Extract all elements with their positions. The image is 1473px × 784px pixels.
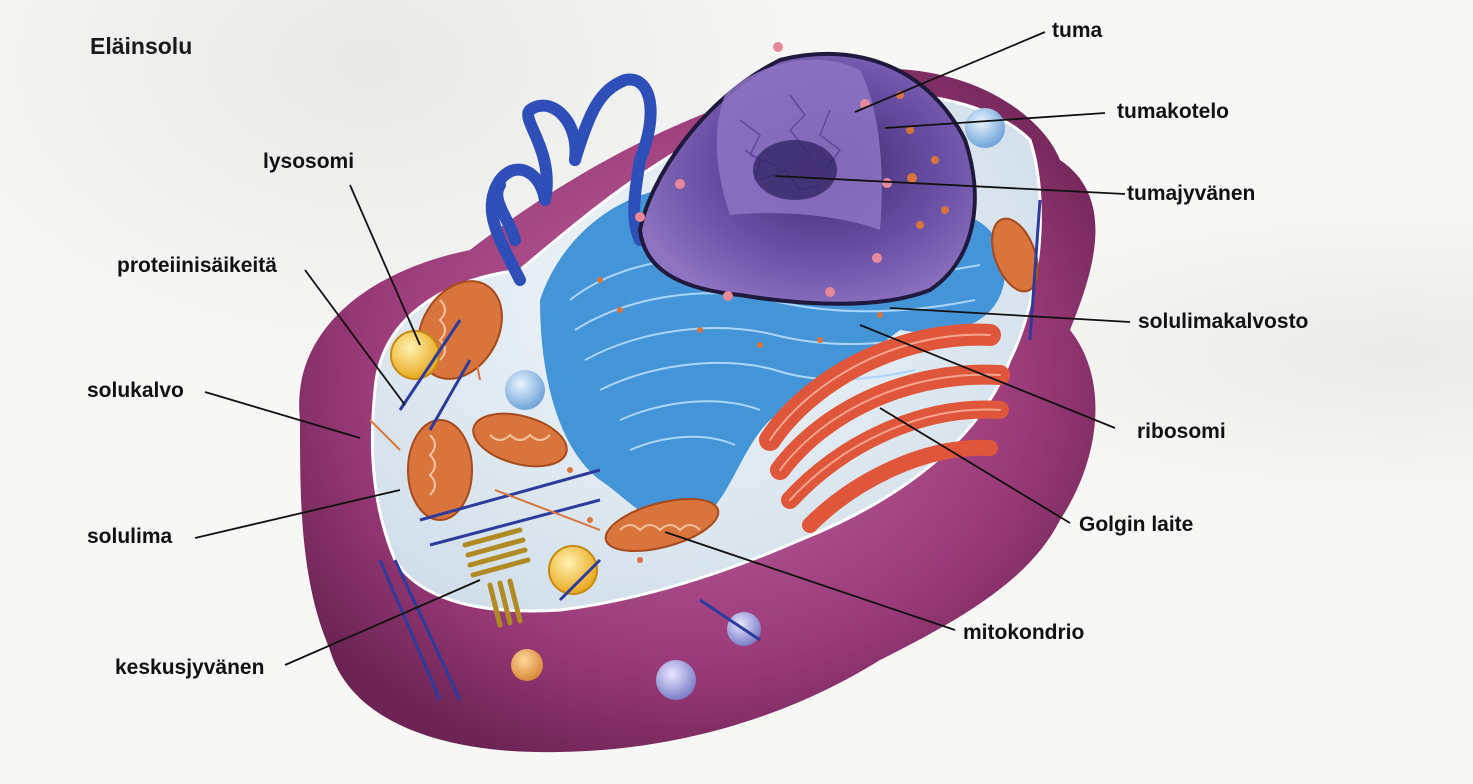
leader-line-keskusjyvanen — [284, 579, 481, 666]
er-tubules — [485, 73, 657, 286]
label-tuma: tuma — [1052, 19, 1103, 42]
leader-line-lysosomi — [349, 184, 421, 346]
label-solulima: solulima — [87, 525, 173, 548]
leader-line-mitokondrio — [664, 531, 956, 631]
leader-line-ribosomi — [859, 324, 1116, 429]
label-tumakotelo: tumakotelo — [1117, 100, 1230, 123]
leader-line-tuma — [854, 31, 1046, 113]
leader-line-solulima — [194, 489, 401, 539]
vesicle-2 — [965, 108, 1005, 148]
leader-line-solukalvo — [204, 391, 361, 439]
ribosome-dots — [527, 91, 949, 563]
label-lysosomi: lysosomi — [263, 150, 355, 173]
golgi-apparatus — [759, 323, 1010, 533]
label-solukalvo: solukalvo — [87, 379, 184, 402]
lysosome — [390, 330, 440, 380]
vesicle-5 — [511, 649, 543, 681]
diagram-title: Eläinsolu — [90, 33, 193, 59]
nucleolus — [753, 140, 837, 200]
label-ribosomi: ribosomi — [1137, 420, 1226, 443]
label-tumajyvanen: tumajyvänen — [1127, 182, 1256, 205]
label-solulimakalvosto: solulimakalvosto — [1138, 310, 1309, 333]
label-golgin-laite: Golgin laite — [1079, 513, 1194, 536]
leader-line-tumajyvanen — [774, 175, 1126, 195]
vesicle-4 — [656, 660, 696, 700]
label-keskusjyvanen: keskusjyvänen — [115, 656, 265, 679]
mitochondria — [407, 217, 1039, 553]
label-proteiinisaikeita: proteiinisäikeitä — [117, 254, 277, 277]
label-mitokondrio: mitokondrio — [963, 621, 1085, 644]
leader-line-golgin-laite — [879, 407, 1071, 524]
centriole — [462, 527, 531, 628]
leader-lines — [194, 31, 1131, 666]
leader-line-tumakotelo — [884, 112, 1106, 129]
leader-line-proteiinisaikeita — [304, 269, 406, 406]
protein-fibers-orange — [369, 329, 601, 531]
lysosome-2 — [548, 545, 598, 595]
nuclear-pores — [635, 42, 892, 301]
leader-line-solulimakalvosto — [889, 307, 1131, 323]
vesicle — [505, 370, 545, 410]
